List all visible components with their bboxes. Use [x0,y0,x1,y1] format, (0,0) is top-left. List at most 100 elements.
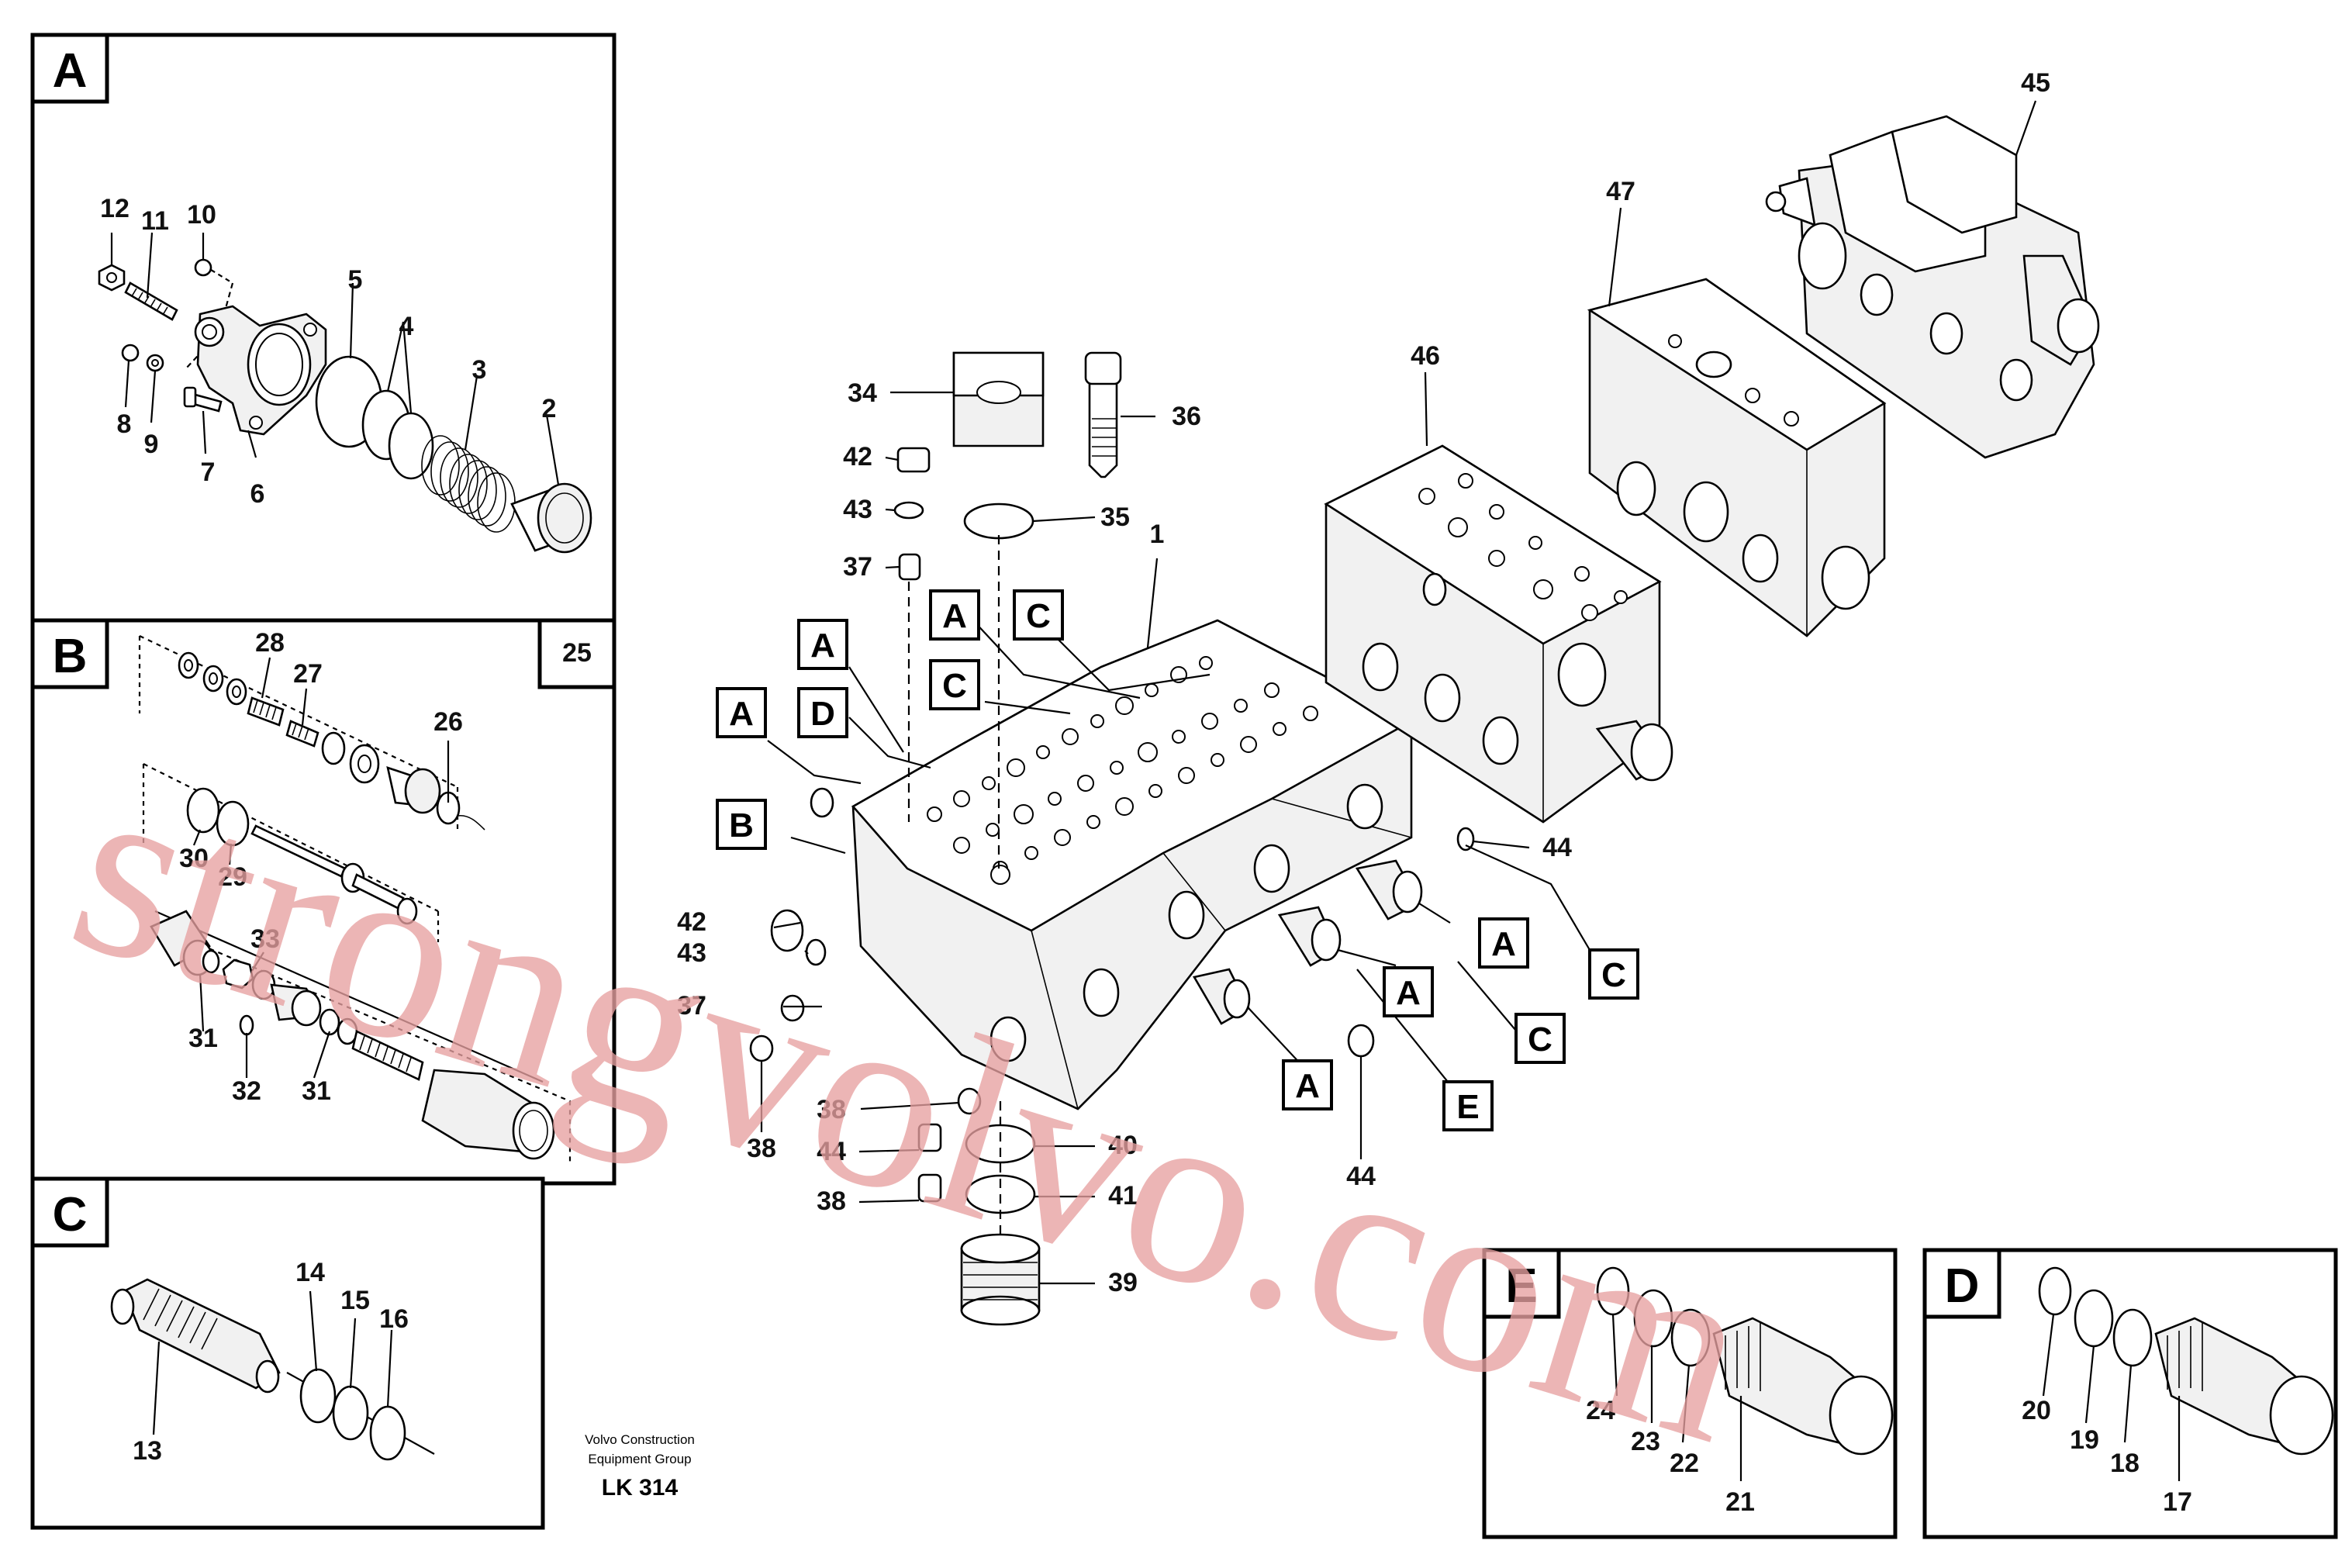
callout-a-3: A [716,687,767,738]
plug-left-a [810,787,834,818]
part-number: 1 [1150,520,1165,549]
plug-37 [780,994,805,1022]
part-number: 15 [340,1286,370,1315]
block-46 [1324,444,1673,824]
svg-text:C: C [942,667,967,705]
part-number: 30 [179,844,209,873]
part-number: 46 [1411,341,1440,371]
part-number: 43 [843,495,872,524]
part-number: 31 [188,1024,218,1053]
callout-d-1: D [797,687,848,738]
part-number: 12 [100,194,130,223]
svg-text:A: A [1295,1067,1320,1105]
plug-38-lower [957,1087,982,1115]
section-b-panel: B 25 [30,618,616,1186]
part-number: 47 [1606,177,1635,206]
part-number: 37 [843,552,872,582]
callout-a-5: A [1383,966,1434,1017]
part-number: 9 [144,430,159,459]
plug-42 [770,909,804,952]
part-16-ring [369,1405,406,1461]
part-12-nut [98,264,126,292]
part-2-cap [510,482,592,554]
part-number: 22 [1670,1449,1699,1478]
part-number: 28 [255,628,285,658]
callout-b-1: B [716,799,767,850]
part-7-bolt [183,386,223,413]
part-number: 4 [399,312,414,341]
section-a-label: A [53,44,88,98]
part-number: 35 [1100,503,1130,532]
section-b-label: B [53,630,88,683]
plug-44-top [1456,827,1475,851]
part-number: 21 [1725,1487,1755,1517]
main-part-numbers: 34 36 42 43 35 1 37 45 47 46 44 42 43 37… [677,68,2050,1297]
callout-c-2: C [929,659,980,710]
block-47 [1587,278,1887,637]
part-number: 33 [250,924,280,954]
svg-text:D: D [810,695,835,733]
callout-a-6: A [1282,1059,1333,1110]
part-number: 19 [2070,1425,2099,1455]
svg-text:A: A [810,627,835,665]
part-number: 2 [542,394,557,423]
part-6-housing [194,305,327,436]
callout-c-1: C [1013,589,1064,641]
callout-e-1: E [1442,1080,1494,1131]
footer-line-1: Volvo Construction [585,1432,695,1447]
part-number: 3 [472,355,487,385]
part-number: 36 [1172,402,1201,431]
callout-a-2: A [929,589,980,641]
svg-text:B: B [729,806,754,844]
part-number: 42 [677,907,706,937]
plug-44-right [1347,1024,1375,1058]
part-number: 44 [1542,833,1572,862]
part-number: 27 [293,659,323,689]
part-number: 43 [677,938,706,968]
section-e-label: E [1505,1259,1537,1313]
part-number: 38 [817,1186,846,1216]
callout-c-4: C [1514,1013,1566,1064]
section-a-panel: A [30,33,616,627]
part-28-27-row [178,651,485,831]
callout-a-4: A [1478,917,1529,969]
part-number: 20 [2022,1396,2051,1425]
part-number: 10 [187,200,216,230]
callout-c-3: C [1588,948,1639,1000]
bottom-stack [917,1101,1041,1326]
part-number: 42 [843,442,872,471]
part-14-ring [299,1368,337,1424]
svg-text:A: A [1396,974,1421,1012]
part-number: 41 [1108,1181,1138,1211]
svg-text:C: C [1601,956,1626,994]
part-number: 18 [2110,1449,2140,1478]
section-e-panel: E 24 23 22 21 [1482,1248,1898,1539]
callout-boxes: A A C C A D B A C A C A E [716,589,1639,1131]
part-number: 23 [1631,1427,1660,1456]
section-d-panel: D 20 19 18 17 [1922,1248,2338,1539]
part-number: 5 [348,265,363,295]
top-stack [893,351,1122,869]
svg-text:C: C [1026,597,1051,635]
part-number: 13 [133,1436,162,1466]
part-13-relief-valve [110,1278,281,1394]
section-d-label: D [1945,1259,1980,1313]
part-number: 44 [817,1137,846,1166]
svg-text:E: E [1456,1088,1479,1126]
part-number: 24 [1586,1396,1615,1425]
section-c-label: C [53,1188,88,1242]
leader-lines-main [760,100,2037,1285]
part-21-valve [1712,1317,1894,1456]
part-number: 38 [747,1134,776,1163]
part-30-29-rod [186,787,418,925]
part-number: 6 [250,479,265,509]
footer-code: LK 314 [602,1475,679,1501]
part-number: 29 [218,862,247,892]
main-valve-block [749,619,1475,1115]
part-31-33-valve-stack [150,910,555,1160]
part-15-ring [332,1385,369,1441]
part-number: 45 [2021,68,2050,98]
svg-text:A: A [1491,925,1516,963]
part-number: 7 [201,458,216,487]
